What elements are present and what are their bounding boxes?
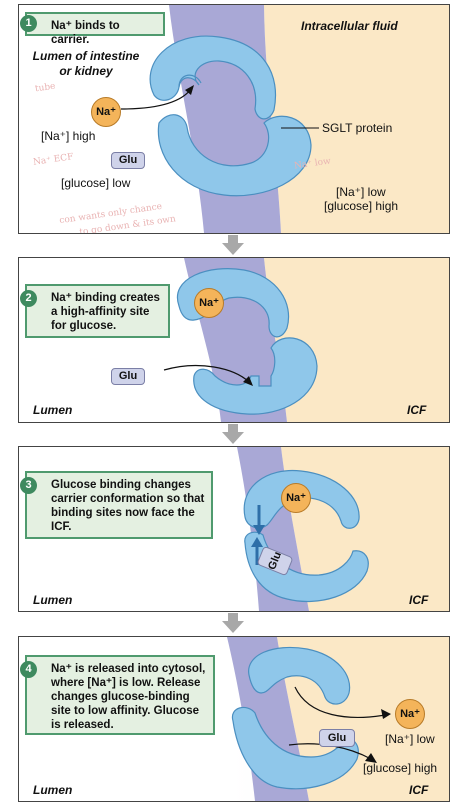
- panel-step-1: Na⁺ binds to carrier. 1 Lumen of intesti…: [18, 4, 450, 234]
- sodium-low-label: [Na⁺] low: [336, 185, 386, 199]
- lumen-label: Lumen: [33, 783, 73, 797]
- sodium-ion: Na⁺: [194, 288, 224, 318]
- icf-label: Intracellular fluid: [301, 19, 398, 33]
- carrier-upper-half: [243, 469, 360, 529]
- icf-label: ICF: [407, 403, 427, 417]
- icf-region: [264, 5, 449, 233]
- carrier-upper-half: [248, 646, 351, 705]
- step-1-box: Na⁺ binds to carrier.: [25, 12, 165, 46]
- panel-step-3: Glucose binding changes carrier conforma…: [18, 446, 450, 612]
- panel-step-2: Na⁺ binding creates a high-affinity site…: [18, 257, 450, 423]
- step-4-number: 4: [20, 661, 37, 678]
- panel-1-illustration: [19, 5, 449, 233]
- glucose-molecule: Glu: [111, 152, 145, 169]
- down-arrow-icon: [222, 424, 244, 444]
- glucose-high-label: [glucose] high: [324, 199, 399, 213]
- glucose-low-label: [glucose] low: [61, 176, 131, 190]
- sodium-release-arrow: [294, 686, 386, 718]
- step-2-box: Na⁺ binding creates a high-affinity site…: [25, 284, 170, 338]
- step-2-number: 2: [20, 290, 37, 307]
- sodium-ion: Na⁺: [281, 483, 311, 513]
- carrier-lower-half: [193, 337, 318, 415]
- icf-label: ICF: [409, 783, 429, 797]
- panel-step-4: Na⁺ is released into cytosol, where [Na⁺…: [18, 636, 450, 802]
- step-1-number: 1: [20, 15, 37, 32]
- step-3-number: 3: [20, 477, 37, 494]
- step-3-text: Glucose binding changes carrier conforma…: [51, 479, 205, 533]
- binding-arrow: [120, 88, 192, 110]
- down-arrow-icon: [222, 235, 244, 255]
- panel-2-illustration: [19, 258, 449, 422]
- step-4-text: Na⁺ is released into cytosol, where [Na⁺…: [51, 663, 206, 731]
- carrier-lower-half: [157, 114, 312, 197]
- sodium-ion: Na⁺: [395, 699, 425, 729]
- glucose-arrow: [163, 364, 250, 383]
- glucose-high-label: [glucose] high: [363, 761, 438, 775]
- sodium-low-label: [Na⁺] low: [385, 732, 435, 746]
- lumen-label: Lumen of intestine or kidney: [32, 49, 140, 78]
- glucose-molecule: Glu: [319, 729, 355, 747]
- carrier-upper-half: [149, 35, 277, 120]
- lumen-label: Lumen: [33, 403, 73, 417]
- carrier-upper-half: [176, 268, 289, 338]
- carrier-lower-half: [244, 531, 369, 603]
- lumen-label: Lumen: [33, 593, 73, 607]
- step-3-box: Glucose binding changes carrier conforma…: [25, 471, 213, 539]
- icf-label: ICF: [409, 593, 429, 607]
- step-1-text: Na⁺ binds to carrier.: [51, 20, 120, 46]
- sglt-protein-label: SGLT protein: [322, 121, 393, 135]
- glucose-molecule: Glu: [111, 368, 145, 385]
- sodium-high-label: [Na⁺] high: [41, 129, 96, 143]
- step-4-box: Na⁺ is released into cytosol, where [Na⁺…: [25, 655, 215, 735]
- step-2-text: Na⁺ binding creates a high-affinity site…: [51, 292, 160, 332]
- sodium-ion: Na⁺: [91, 97, 121, 127]
- down-arrow-icon: [222, 613, 244, 633]
